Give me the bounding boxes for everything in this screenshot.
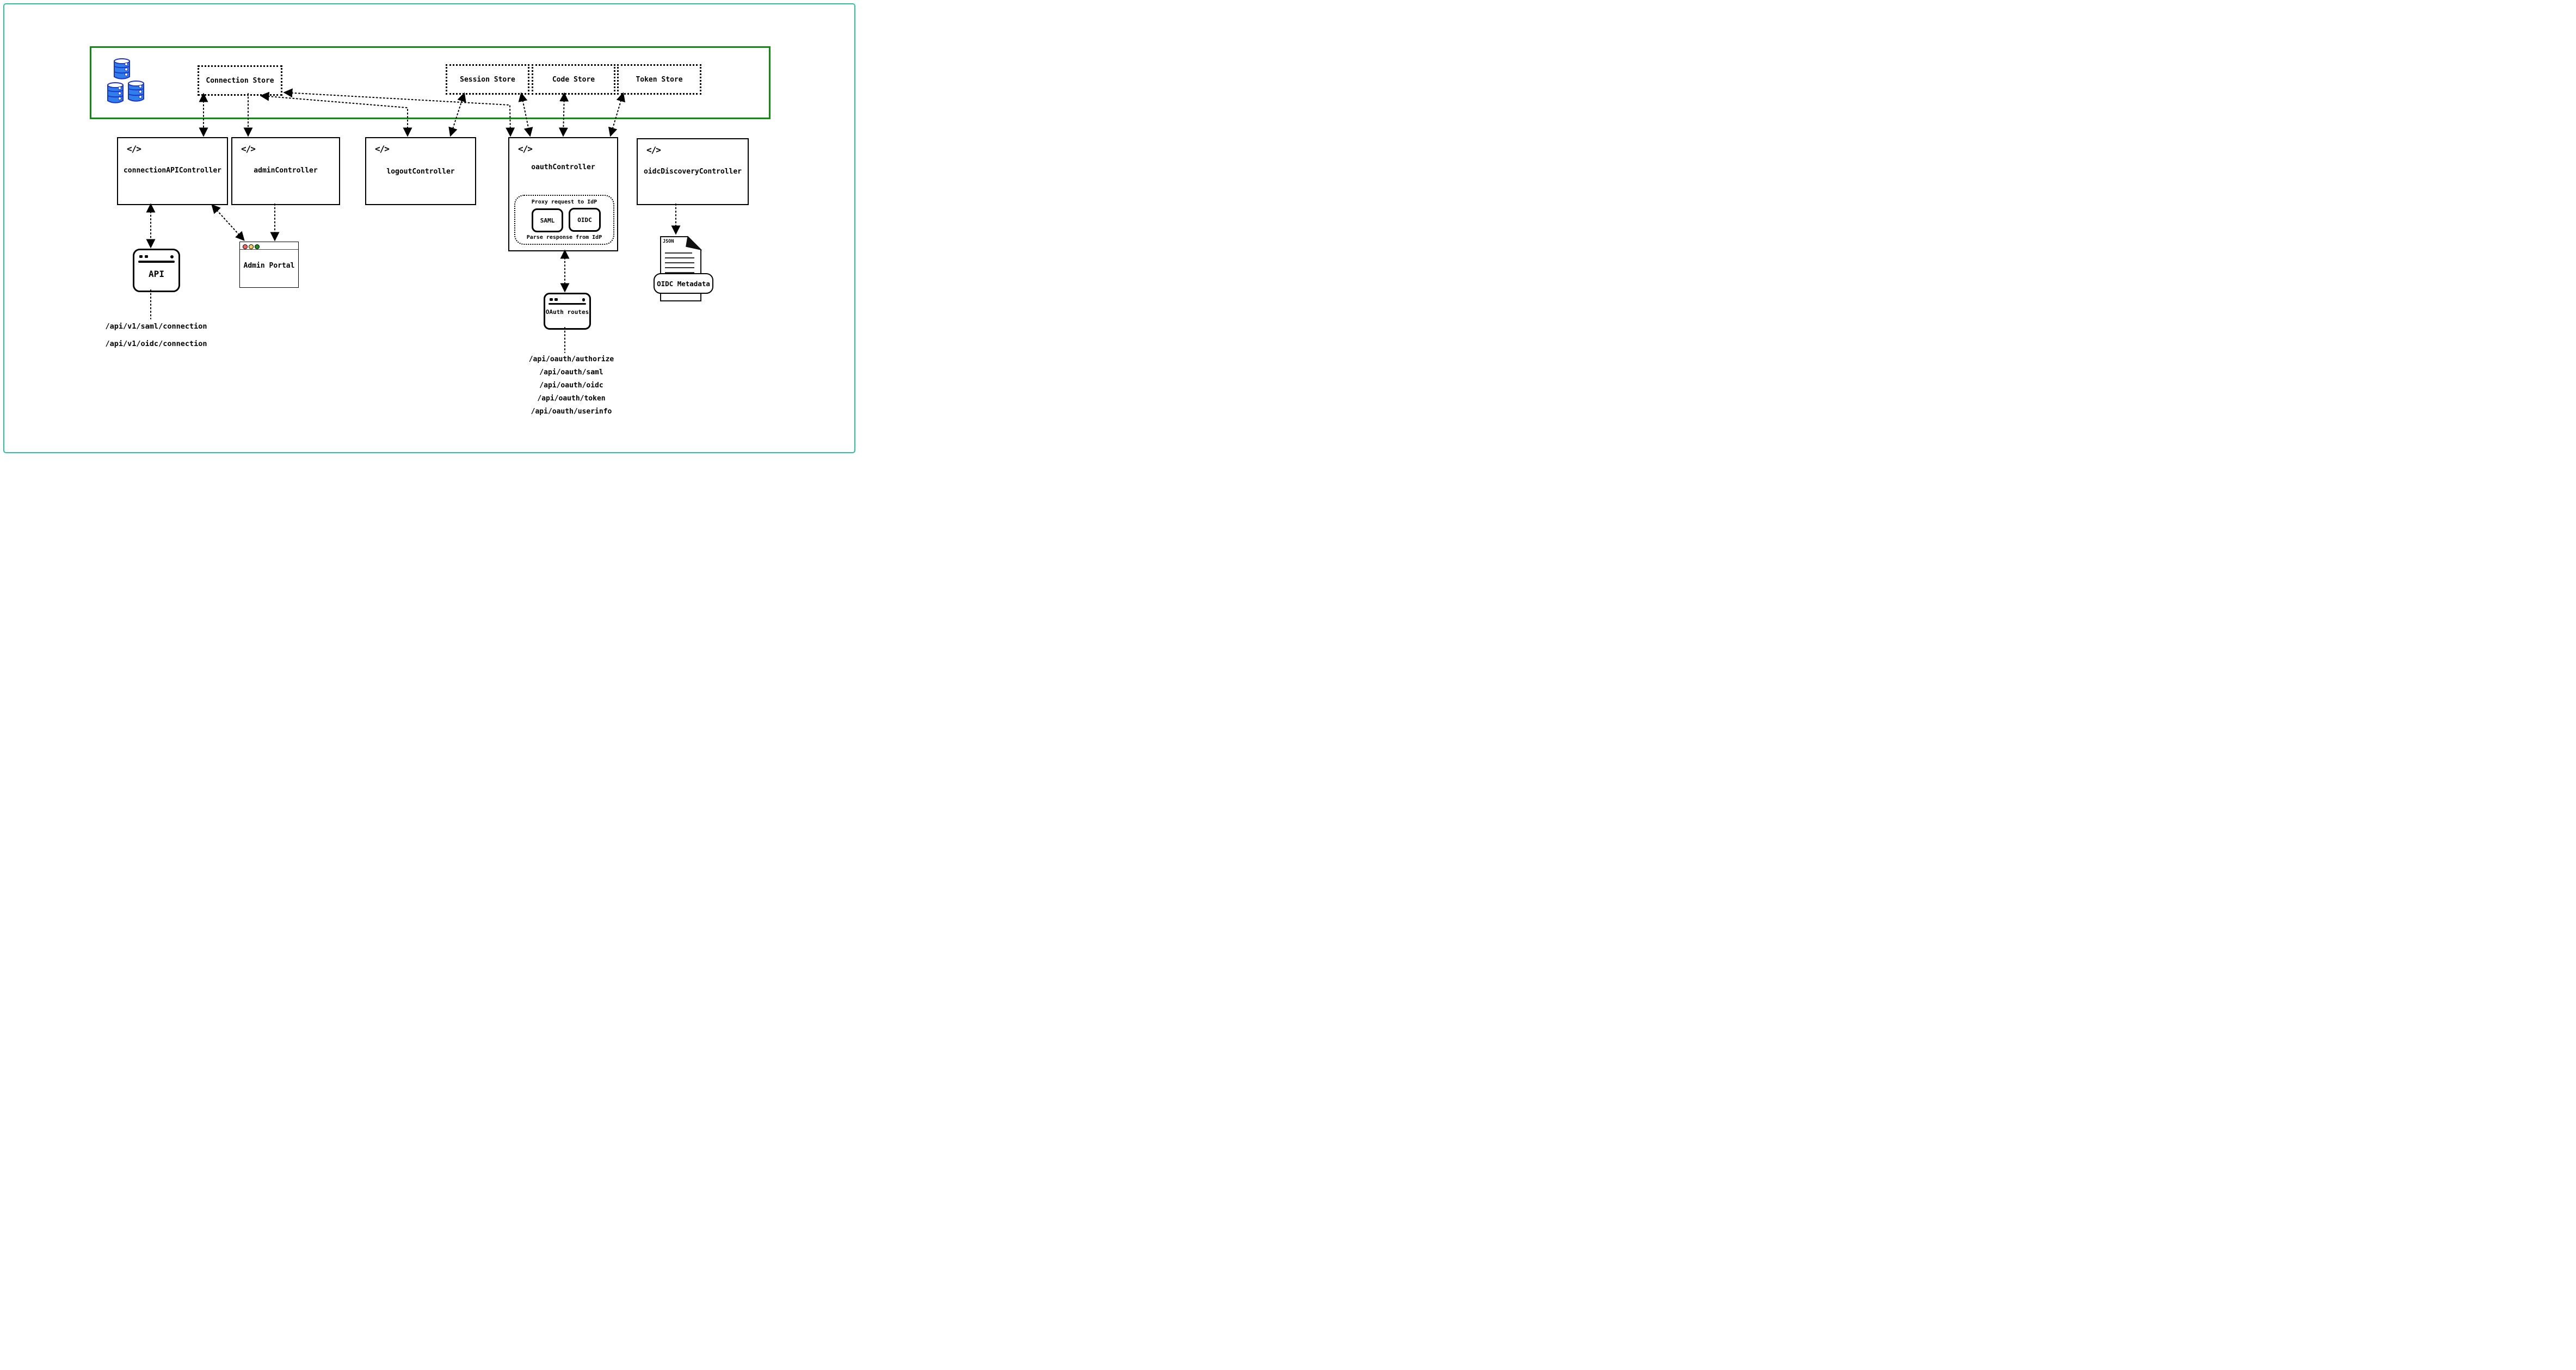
minimize-icon (249, 244, 254, 249)
oauth-route-saml: /api/oauth/saml (539, 368, 603, 377)
database-icon (107, 58, 144, 103)
code-icon: </> (518, 144, 533, 154)
api-route-oidc: /api/v1/oidc/connection (105, 340, 207, 348)
store-connection: Connection Store (198, 65, 282, 96)
browser-address-bar (138, 261, 175, 263)
controller-oidc-discovery: </> oidcDiscoveryController (637, 138, 749, 205)
code-icon: </> (646, 145, 661, 155)
controller-logout-label: logoutController (386, 168, 455, 176)
oauth-route-list: /api/oauth/authorize /api/oauth/saml /ap… (517, 355, 626, 421)
store-session-label: Session Store (460, 75, 515, 84)
json-doc-type-label: JSON (663, 239, 674, 244)
browser-chrome-icon (554, 298, 558, 301)
controller-oidc-discovery-label: oidcDiscoveryController (643, 168, 742, 176)
store-code: Code Store (532, 64, 615, 95)
controller-connection-api-label: connectionAPIController (123, 166, 221, 175)
controller-oauth-label: oauthController (531, 163, 595, 171)
browser-chrome-icon (139, 255, 143, 258)
controller-admin-label: adminController (254, 166, 318, 175)
parse-response-note: Parse response from IdP (526, 234, 602, 240)
oauth-routes-window: OAuth routes (544, 293, 591, 330)
close-icon (243, 244, 248, 249)
proxy-request-note: Proxy request to IdP (531, 199, 597, 205)
controller-connection-api: </> connectionAPIController (117, 137, 228, 205)
oauth-routes-label: OAuth routes (545, 308, 589, 316)
code-icon: </> (241, 144, 256, 154)
diagram-canvas: Connection Store Session Store Code Stor… (0, 0, 859, 456)
controller-logout: </> logoutController (365, 137, 476, 205)
store-token-label: Token Store (636, 75, 683, 84)
oauth-route-authorize: /api/oauth/authorize (528, 355, 614, 363)
maximize-icon (255, 244, 260, 249)
store-connection-label: Connection Store (206, 76, 274, 85)
store-code-label: Code Store (552, 75, 595, 84)
store-token: Token Store (617, 64, 701, 95)
store-session: Session Store (446, 64, 529, 95)
admin-portal-window: Admin Portal (239, 242, 299, 288)
browser-chrome-icon (170, 255, 174, 258)
browser-chrome-icon (550, 298, 553, 301)
oauth-route-oidc: /api/oauth/oidc (539, 381, 603, 390)
idp-proxy-group: Proxy request to IdP SAML OIDC Parse res… (514, 195, 614, 245)
protocol-saml: SAML (532, 208, 563, 232)
browser-chrome-icon (145, 255, 148, 258)
admin-portal-label: Admin Portal (243, 262, 295, 270)
oauth-route-userinfo: /api/oauth/userinfo (531, 408, 612, 416)
api-window: API (133, 249, 180, 292)
window-titlebar (240, 242, 298, 250)
protocol-oidc: OIDC (569, 208, 601, 232)
controller-oauth: </> oauthController Proxy request to IdP… (508, 137, 618, 251)
oidc-metadata-banner: OIDC Metadata (654, 273, 713, 294)
controller-admin: </> adminController (231, 137, 340, 205)
oauth-route-token: /api/oauth/token (537, 394, 606, 403)
browser-address-bar (549, 303, 586, 305)
api-window-label: API (149, 269, 164, 279)
browser-chrome-icon (582, 298, 585, 301)
api-route-saml: /api/v1/saml/connection (105, 322, 207, 331)
page-frame (3, 3, 855, 453)
code-icon: </> (375, 144, 390, 154)
code-icon: </> (127, 144, 141, 154)
